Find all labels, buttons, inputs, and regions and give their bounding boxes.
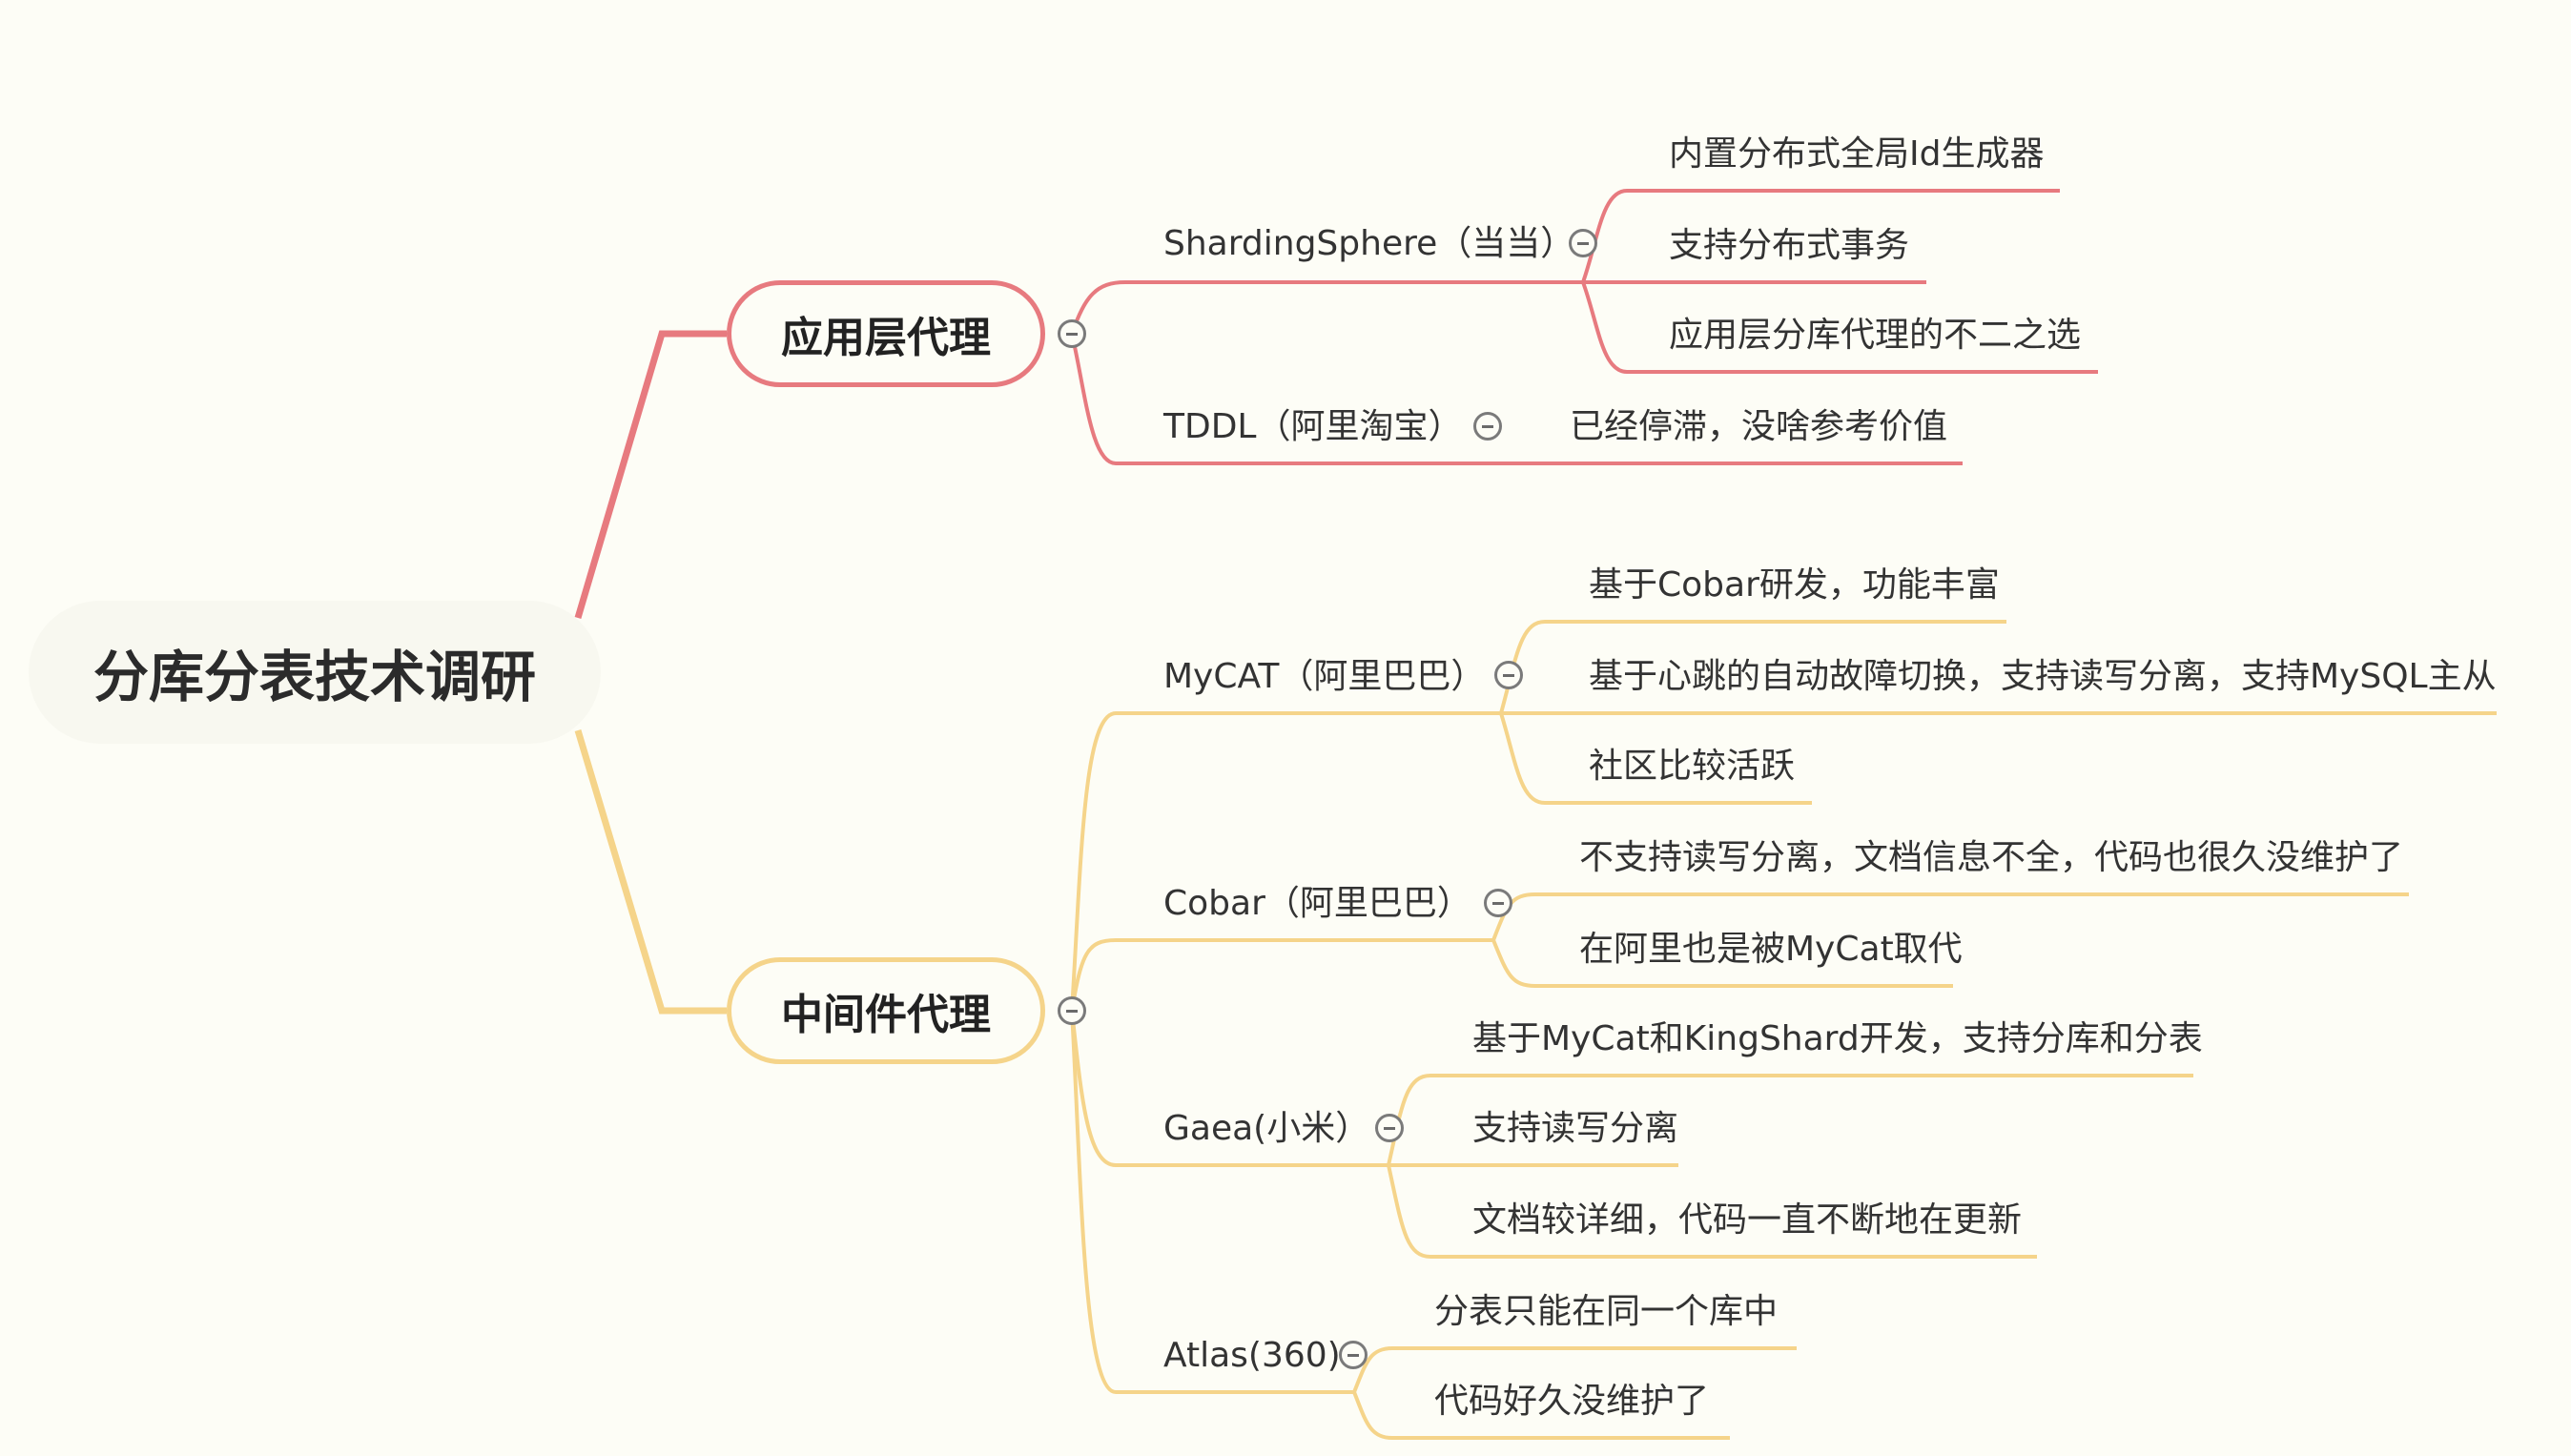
leaf-topic[interactable]: 不支持读写分离，文档信息不全，代码也很久没维护了 xyxy=(1579,838,2404,877)
connector-root-app xyxy=(574,330,727,619)
leaf-topic[interactable]: 内置分布式全局Id生成器 xyxy=(1669,134,2045,174)
connector-mycat-leaf-3 xyxy=(1499,712,1812,805)
connector-mid-mycat xyxy=(1070,711,1501,1012)
collapse-icon[interactable] xyxy=(1473,412,1502,441)
collapse-icon[interactable] xyxy=(1569,229,1597,257)
topic-gaea[interactable]: Gaea(小米） xyxy=(1163,1109,1370,1148)
connector-mid-gaea xyxy=(1070,1010,1388,1167)
topic-cobar[interactable]: Cobar（阿里巴巴） xyxy=(1163,884,1471,923)
collapse-icon[interactable] xyxy=(1375,1114,1404,1142)
collapse-icon[interactable] xyxy=(1484,889,1512,917)
connector-mycat-leaf-1 xyxy=(1499,620,2006,714)
topic-mycat[interactable]: MyCAT（阿里巴巴） xyxy=(1163,657,1486,696)
collapse-icon[interactable] xyxy=(1058,996,1086,1025)
leaf-topic[interactable]: 已经停滞，没啥参考价值 xyxy=(1570,407,1948,446)
connector-atlas-leaf-2 xyxy=(1352,1391,1730,1440)
leaf-topic[interactable]: 分表只能在同一个库中 xyxy=(1434,1292,1779,1331)
leaf-topic[interactable]: 基于心跳的自动故障切换，支持读写分离，支持MySQL主从 xyxy=(1589,657,2497,696)
connector-atlas-leaf-1 xyxy=(1352,1346,1797,1393)
leaf-topic[interactable]: 在阿里也是被MyCat取代 xyxy=(1579,930,1963,969)
collapse-icon[interactable] xyxy=(1494,661,1523,689)
topic-tddl[interactable]: TDDL（阿里淘宝） xyxy=(1163,407,1463,446)
topic-atlas[interactable]: Atlas(360) xyxy=(1163,1336,1341,1375)
leaf-topic[interactable]: 基于Cobar研发，功能丰富 xyxy=(1589,565,2000,605)
topic-shardingsphere[interactable]: ShardingSphere（当当） xyxy=(1163,224,1575,263)
connector-ss-leaf-3 xyxy=(1581,281,2098,374)
connector-gaea-leaf-3 xyxy=(1387,1164,2037,1259)
branch-node-middleware-proxy[interactable]: 中间件代理 xyxy=(727,957,1045,1064)
connector-app-shardingsphere xyxy=(1070,280,1583,335)
leaf-topic[interactable]: 支持分布式事务 xyxy=(1669,226,1910,265)
connector-cobar-leaf-2 xyxy=(1491,939,1953,988)
collapse-icon[interactable] xyxy=(1339,1341,1368,1369)
branch-node-app-proxy[interactable]: 应用层代理 xyxy=(727,280,1045,387)
connector-mid-cobar xyxy=(1070,938,1493,1012)
root-topic[interactable]: 分库分表技术调研 xyxy=(29,601,601,744)
leaf-topic[interactable]: 支持读写分离 xyxy=(1472,1109,1679,1148)
leaf-topic[interactable]: 代码好久没维护了 xyxy=(1434,1382,1710,1421)
connector-mid-atlas xyxy=(1070,1010,1354,1394)
collapse-icon[interactable] xyxy=(1058,319,1086,348)
leaf-topic[interactable]: 基于MyCat和KingShard开发，支持分库和分表 xyxy=(1472,1019,2203,1058)
connector-gaea-leaf-1 xyxy=(1387,1074,2193,1166)
leaf-topic[interactable]: 文档较详细，代码一直不断地在更新 xyxy=(1472,1200,2023,1240)
connector-app-tddl xyxy=(1070,333,1467,465)
leaf-topic[interactable]: 社区比较活跃 xyxy=(1589,747,1796,786)
leaf-topic[interactable]: 应用层分库代理的不二之选 xyxy=(1669,316,2082,355)
connector-root-mid xyxy=(574,728,727,1015)
connector-ss-leaf-1 xyxy=(1581,189,2060,283)
